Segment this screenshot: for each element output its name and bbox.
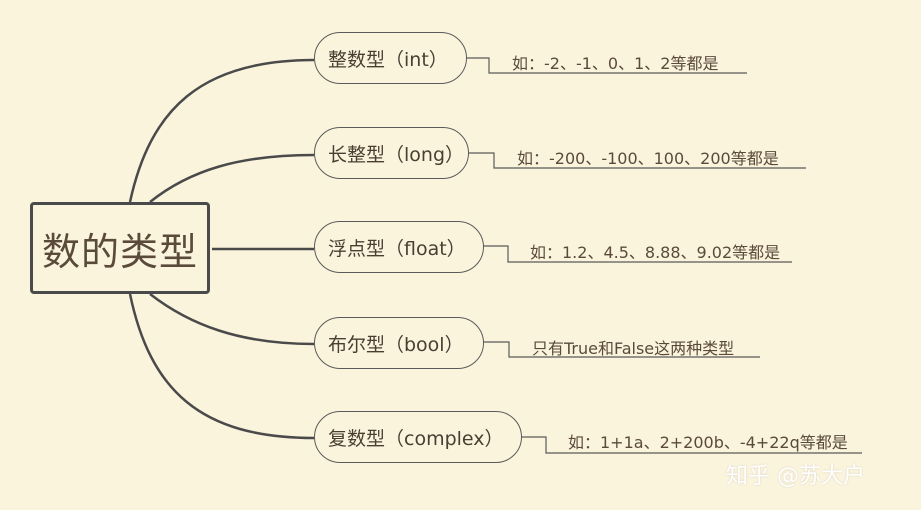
example-line-complex bbox=[522, 436, 862, 454]
example-line-float bbox=[484, 245, 792, 263]
example-bool: 只有True和False这两种类型 bbox=[532, 339, 735, 358]
example-int: 如：-2、-1、0、1、2等都是 bbox=[512, 54, 719, 73]
connector-bool bbox=[149, 293, 315, 346]
node-bool: 布尔型（bool） bbox=[314, 317, 484, 369]
example-long: 如：-200、-100、100、200等都是 bbox=[517, 149, 779, 168]
root-node: 数的类型 bbox=[30, 202, 210, 294]
node-long: 长整型（long） bbox=[314, 127, 469, 179]
connector-int bbox=[128, 58, 315, 203]
node-complex: 复数型（complex） bbox=[314, 411, 522, 463]
example-line-int bbox=[467, 57, 747, 74]
node-int: 整数型（int） bbox=[314, 32, 467, 84]
connector-long bbox=[149, 153, 315, 203]
node-float: 浮点型（float） bbox=[314, 221, 484, 273]
example-line-long bbox=[469, 152, 806, 169]
example-float: 如：1.2、4.5、8.88、9.02等都是 bbox=[530, 243, 781, 262]
connector-complex bbox=[128, 293, 315, 440]
watermark: 知乎 @苏大户 bbox=[726, 464, 865, 489]
example-line-bool bbox=[484, 341, 760, 358]
example-complex: 如：1+1a、2+200b、-4+22q等都是 bbox=[568, 433, 848, 452]
